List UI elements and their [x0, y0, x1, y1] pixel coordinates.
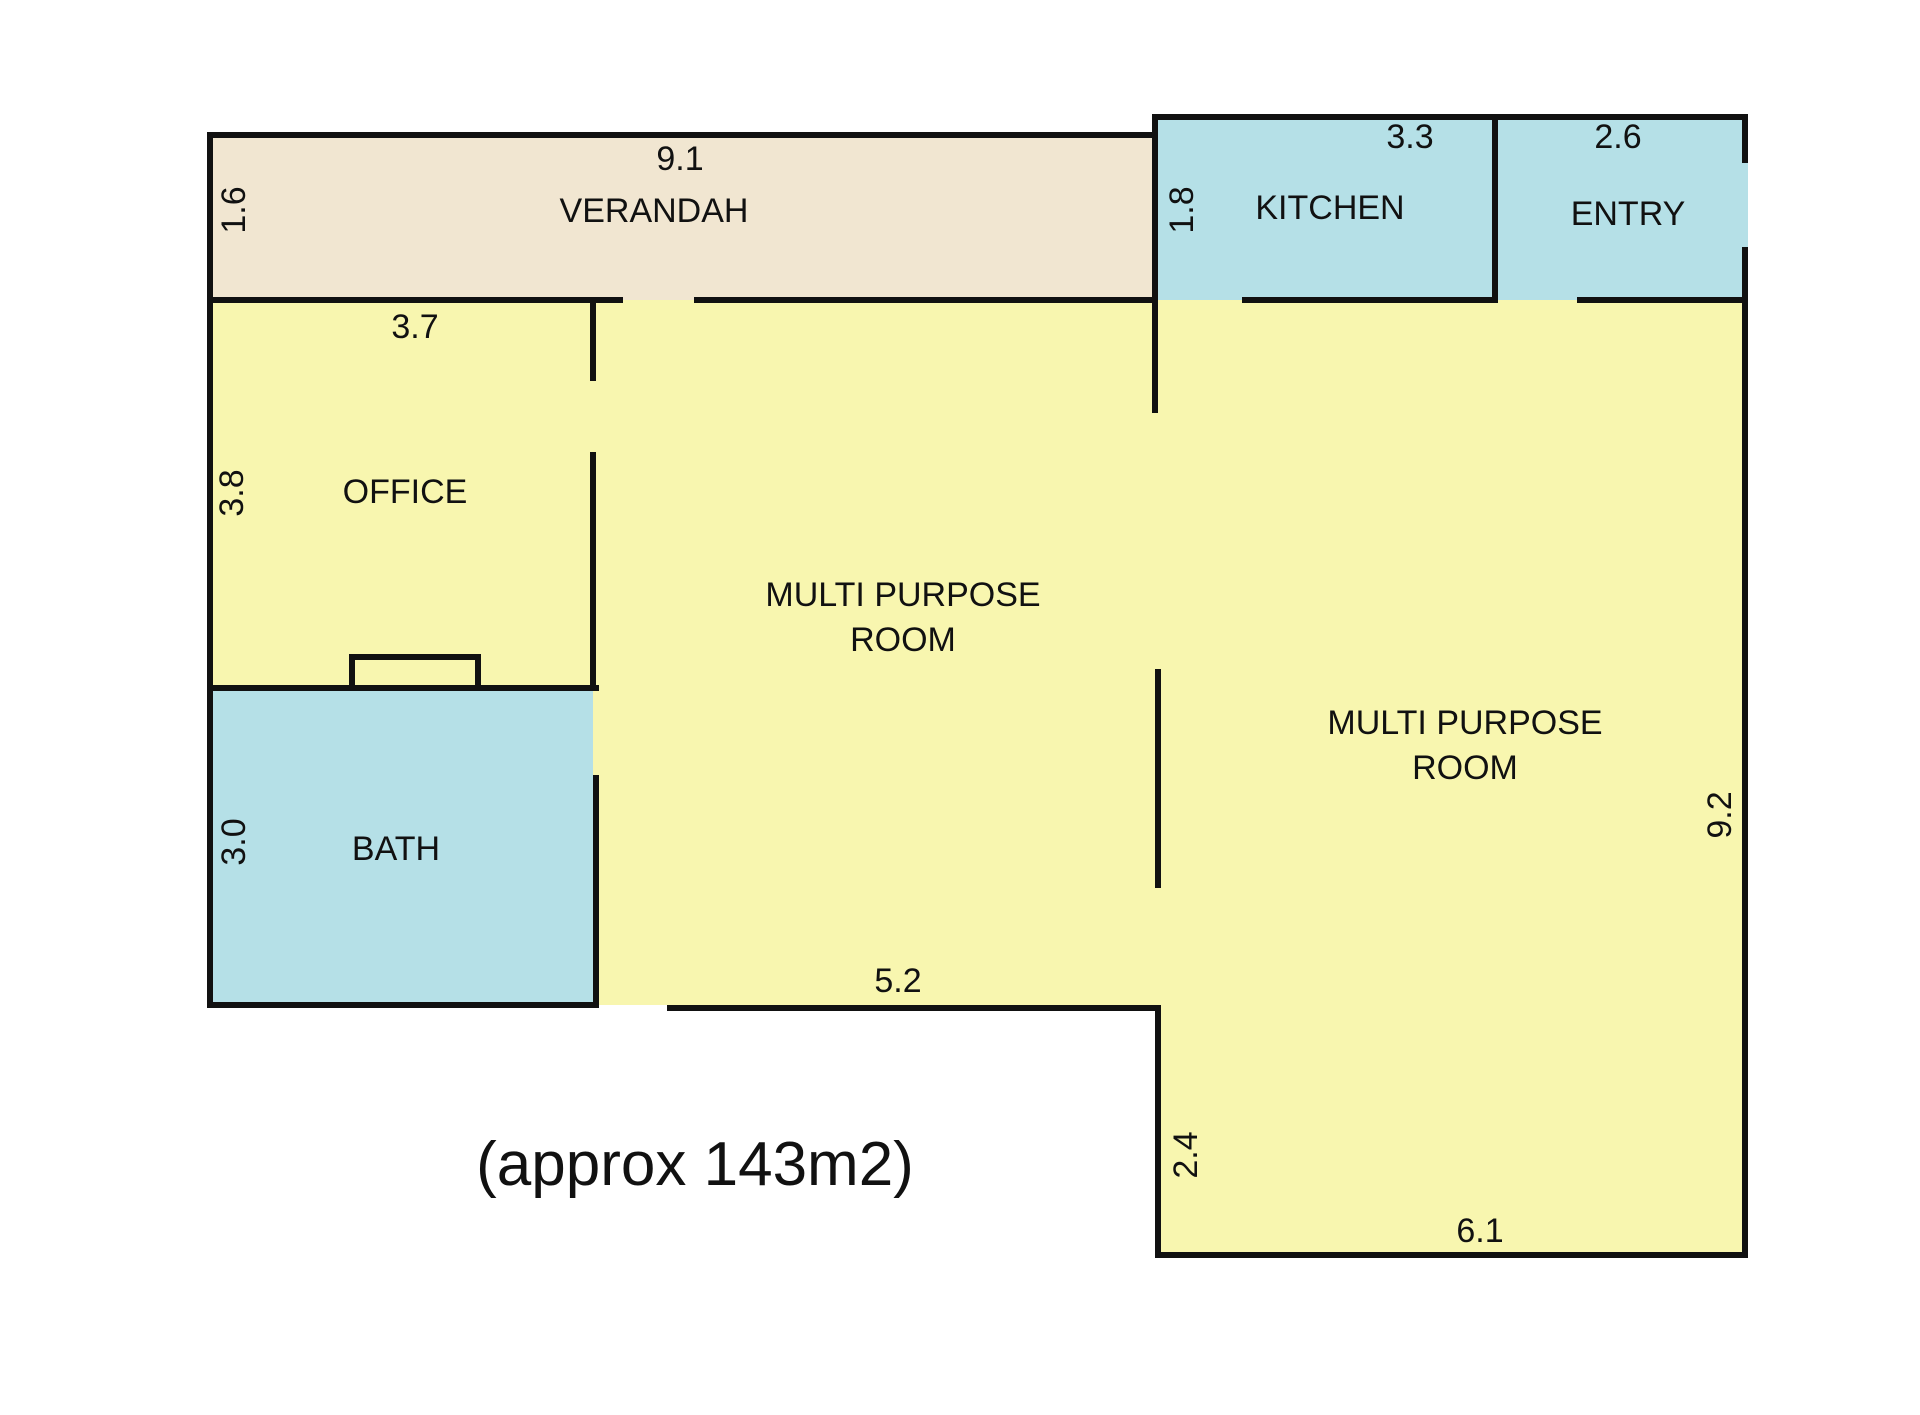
dimension-left-room-width: 5.2	[874, 962, 921, 1000]
room-label-multi-purpose-left-line1: MULTI PURPOSE	[765, 576, 1040, 614]
room-label-office: OFFICE	[343, 473, 468, 511]
dimension-right-room-width: 6.1	[1456, 1212, 1503, 1250]
dimension-verandah-length: 9.1	[656, 140, 703, 178]
room-label-kitchen: KITCHEN	[1255, 189, 1404, 227]
verandah-area	[210, 135, 1158, 300]
entry-area	[1498, 117, 1748, 300]
dimension-bath-depth: 3.0	[215, 818, 253, 865]
dimension-right-room-depth: 9.2	[1701, 791, 1739, 838]
dimension-right-extension-depth: 2.4	[1167, 1131, 1205, 1178]
dimension-office-depth: 3.8	[213, 469, 251, 516]
walls	[207, 114, 1748, 1258]
room-label-entry: ENTRY	[1571, 195, 1686, 233]
kitchen-area	[1158, 117, 1498, 300]
dimension-office-width: 3.7	[391, 308, 438, 346]
room-label-bath: BATH	[352, 830, 440, 868]
area-note: (approx 143m2)	[476, 1130, 914, 1199]
dimension-kitchen-width: 3.3	[1386, 118, 1433, 156]
room-label-multi-purpose-right-line1: MULTI PURPOSE	[1327, 704, 1602, 742]
multi-purpose-room-left-area	[593, 300, 1158, 1005]
bath-area	[210, 690, 596, 1005]
office-area	[210, 300, 593, 690]
dimension-verandah-depth: 1.6	[215, 186, 253, 233]
room-label-multi-purpose-right-line2: ROOM	[1412, 749, 1518, 787]
room-label-verandah: VERANDAH	[560, 192, 749, 230]
multi-purpose-room-right-area	[1155, 300, 1745, 1255]
dimension-entry-width: 2.6	[1594, 118, 1641, 156]
dimension-kitchen-depth: 1.8	[1163, 186, 1201, 233]
room-label-multi-purpose-left-line2: ROOM	[850, 621, 956, 659]
